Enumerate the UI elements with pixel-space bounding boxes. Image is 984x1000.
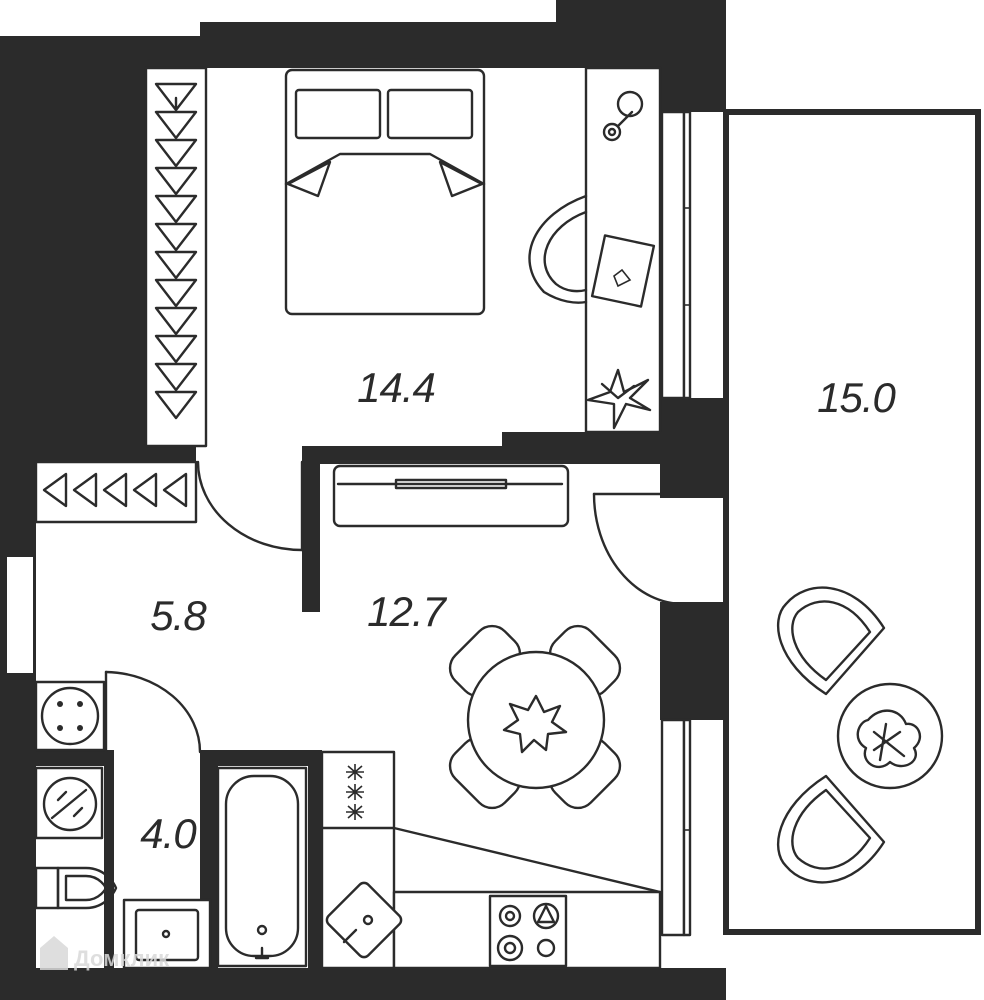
bedroom-area-label: 14.4 — [357, 364, 435, 411]
hallway-area-label: 5.8 — [150, 592, 207, 639]
kitchen-area-label: 12.7 — [367, 588, 447, 635]
bathroom-furniture — [34, 766, 308, 970]
house-logo-icon — [40, 936, 68, 970]
doors — [104, 460, 686, 754]
hanger-icon-group — [154, 82, 198, 420]
balcony-furniture — [776, 586, 944, 884]
kitchen-furniture — [320, 464, 662, 970]
watermark: Домклик — [40, 936, 170, 971]
balcony-area-label: 15.0 — [817, 374, 896, 421]
fridge-icon — [346, 764, 364, 820]
bedroom-furniture — [144, 66, 662, 448]
plant-icon — [586, 368, 652, 430]
dining-table — [448, 624, 622, 810]
plant-icon — [856, 709, 922, 769]
watermark-text: Домклик — [74, 946, 170, 971]
windows — [660, 110, 692, 937]
bathroom-area-label: 4.0 — [140, 810, 197, 857]
hallway-furniture — [34, 460, 198, 752]
